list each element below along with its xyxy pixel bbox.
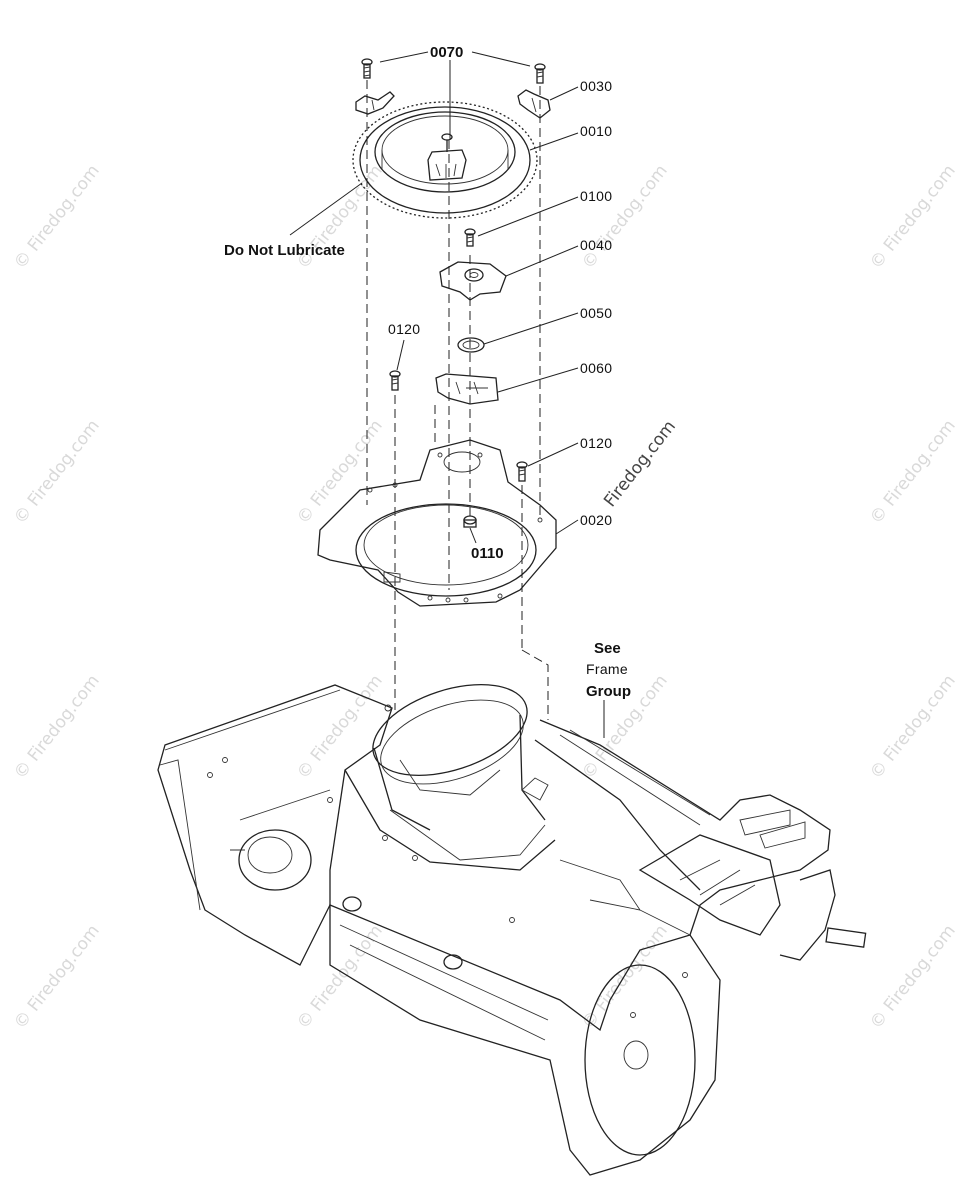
watermark: © Firedog.com bbox=[10, 671, 104, 783]
nut-0110 bbox=[463, 515, 477, 528]
watermark: © Firedog.com bbox=[10, 161, 104, 273]
watermark-layer: © Firedog.com © Firedog.com © Firedog.co… bbox=[10, 161, 960, 1033]
plate-0060 bbox=[435, 373, 499, 405]
watermark: © Firedog.com bbox=[10, 921, 104, 1033]
watermark: © Firedog.com bbox=[866, 161, 960, 273]
watermark: © Firedog.com bbox=[578, 921, 672, 1033]
label-0020: 0020 bbox=[580, 512, 612, 528]
part-labels: 0070 0030 0010 0100 0040 0050 0060 0120 … bbox=[224, 44, 631, 700]
watermark: © Firedog.com bbox=[578, 161, 672, 273]
frame-housing bbox=[157, 683, 867, 1176]
label-0050: 0050 bbox=[580, 305, 612, 321]
watermark: © Firedog.com bbox=[293, 671, 387, 783]
center-watermark: Firedog.com bbox=[600, 417, 680, 511]
clip-0030-right bbox=[517, 89, 551, 119]
washer-0050 bbox=[457, 337, 485, 353]
watermark: © Firedog.com bbox=[293, 416, 387, 528]
watermark: © Firedog.com bbox=[866, 416, 960, 528]
label-0040: 0040 bbox=[580, 237, 612, 253]
label-group: Group bbox=[586, 683, 631, 700]
label-0010: 0010 bbox=[580, 123, 612, 139]
watermark: © Firedog.com bbox=[293, 921, 387, 1033]
alignment-lines bbox=[366, 80, 549, 720]
label-0100: 0100 bbox=[580, 188, 612, 204]
watermark: © Firedog.com bbox=[866, 671, 960, 783]
screw-0100 bbox=[464, 228, 476, 247]
label-0070: 0070 bbox=[430, 44, 463, 61]
bolt-0120-left bbox=[389, 370, 401, 391]
label-see: See bbox=[594, 640, 621, 657]
label-0030: 0030 bbox=[580, 78, 612, 94]
watermark: © Firedog.com bbox=[10, 416, 104, 528]
label-0110: 0110 bbox=[471, 545, 504, 562]
bracket-0040 bbox=[439, 261, 507, 301]
label-do-not-lubricate: Do Not Lubricate bbox=[224, 242, 345, 259]
label-0120-right: 0120 bbox=[580, 435, 612, 451]
screw-0070-left bbox=[361, 58, 373, 79]
bolt-0120-right bbox=[516, 461, 528, 482]
gear-ring-0010 bbox=[352, 101, 538, 219]
leader-lines bbox=[289, 51, 605, 738]
screw-0070-right bbox=[534, 63, 546, 84]
label-frame: Frame bbox=[586, 661, 628, 677]
watermark: © Firedog.com bbox=[866, 921, 960, 1033]
label-0120-left: 0120 bbox=[388, 321, 420, 337]
label-0060: 0060 bbox=[580, 360, 612, 376]
clip-0030-left bbox=[355, 91, 395, 115]
